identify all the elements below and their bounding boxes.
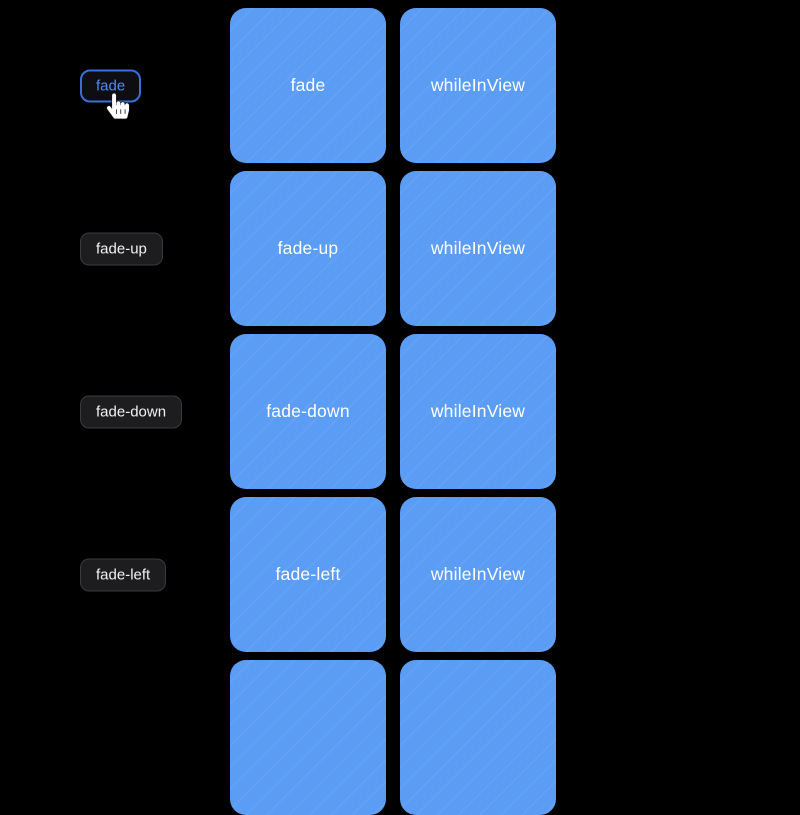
- animation-card-fade: fade: [230, 8, 386, 163]
- animation-card-fade-left: fade-left: [230, 497, 386, 652]
- card-label: fade-left: [275, 564, 341, 584]
- demo-row-fade-up: fade-up fade-up whileInView: [0, 171, 800, 326]
- card-label: whileInView: [430, 75, 526, 95]
- variant-button-fade-left[interactable]: fade-left: [80, 558, 167, 591]
- animation-card-fade-down: fade-down: [230, 334, 386, 489]
- demo-row-fade: fade fade whileInView: [0, 8, 800, 163]
- demo-row-fade-left: fade-left fade-left whileInView: [0, 497, 800, 652]
- card-label: fade-down: [266, 401, 350, 421]
- card-label: fade-up: [277, 238, 339, 258]
- whileinview-card: whileInView: [400, 334, 556, 489]
- variant-button-fade-down[interactable]: fade-down: [80, 395, 183, 428]
- animation-card-fade-up: fade-up: [230, 171, 386, 326]
- whileinview-card: whileInView: [400, 8, 556, 163]
- card-label: whileInView: [430, 564, 526, 584]
- variant-button-fade-up[interactable]: fade-up: [80, 232, 163, 265]
- card-label: whileInView: [430, 238, 526, 258]
- animation-card-partial: [230, 660, 386, 815]
- animation-demo-stage: fade fade whileInView fade-up fade-up wh…: [0, 8, 800, 815]
- whileinview-card: whileInView: [400, 171, 556, 326]
- variant-button-fade[interactable]: fade: [80, 69, 142, 102]
- card-label: whileInView: [430, 401, 526, 421]
- demo-row-partial: [0, 660, 800, 815]
- whileinview-card: whileInView: [400, 497, 556, 652]
- card-label: fade: [290, 75, 326, 95]
- demo-row-fade-down: fade-down fade-down whileInView: [0, 334, 800, 489]
- whileinview-card-partial: [400, 660, 556, 815]
